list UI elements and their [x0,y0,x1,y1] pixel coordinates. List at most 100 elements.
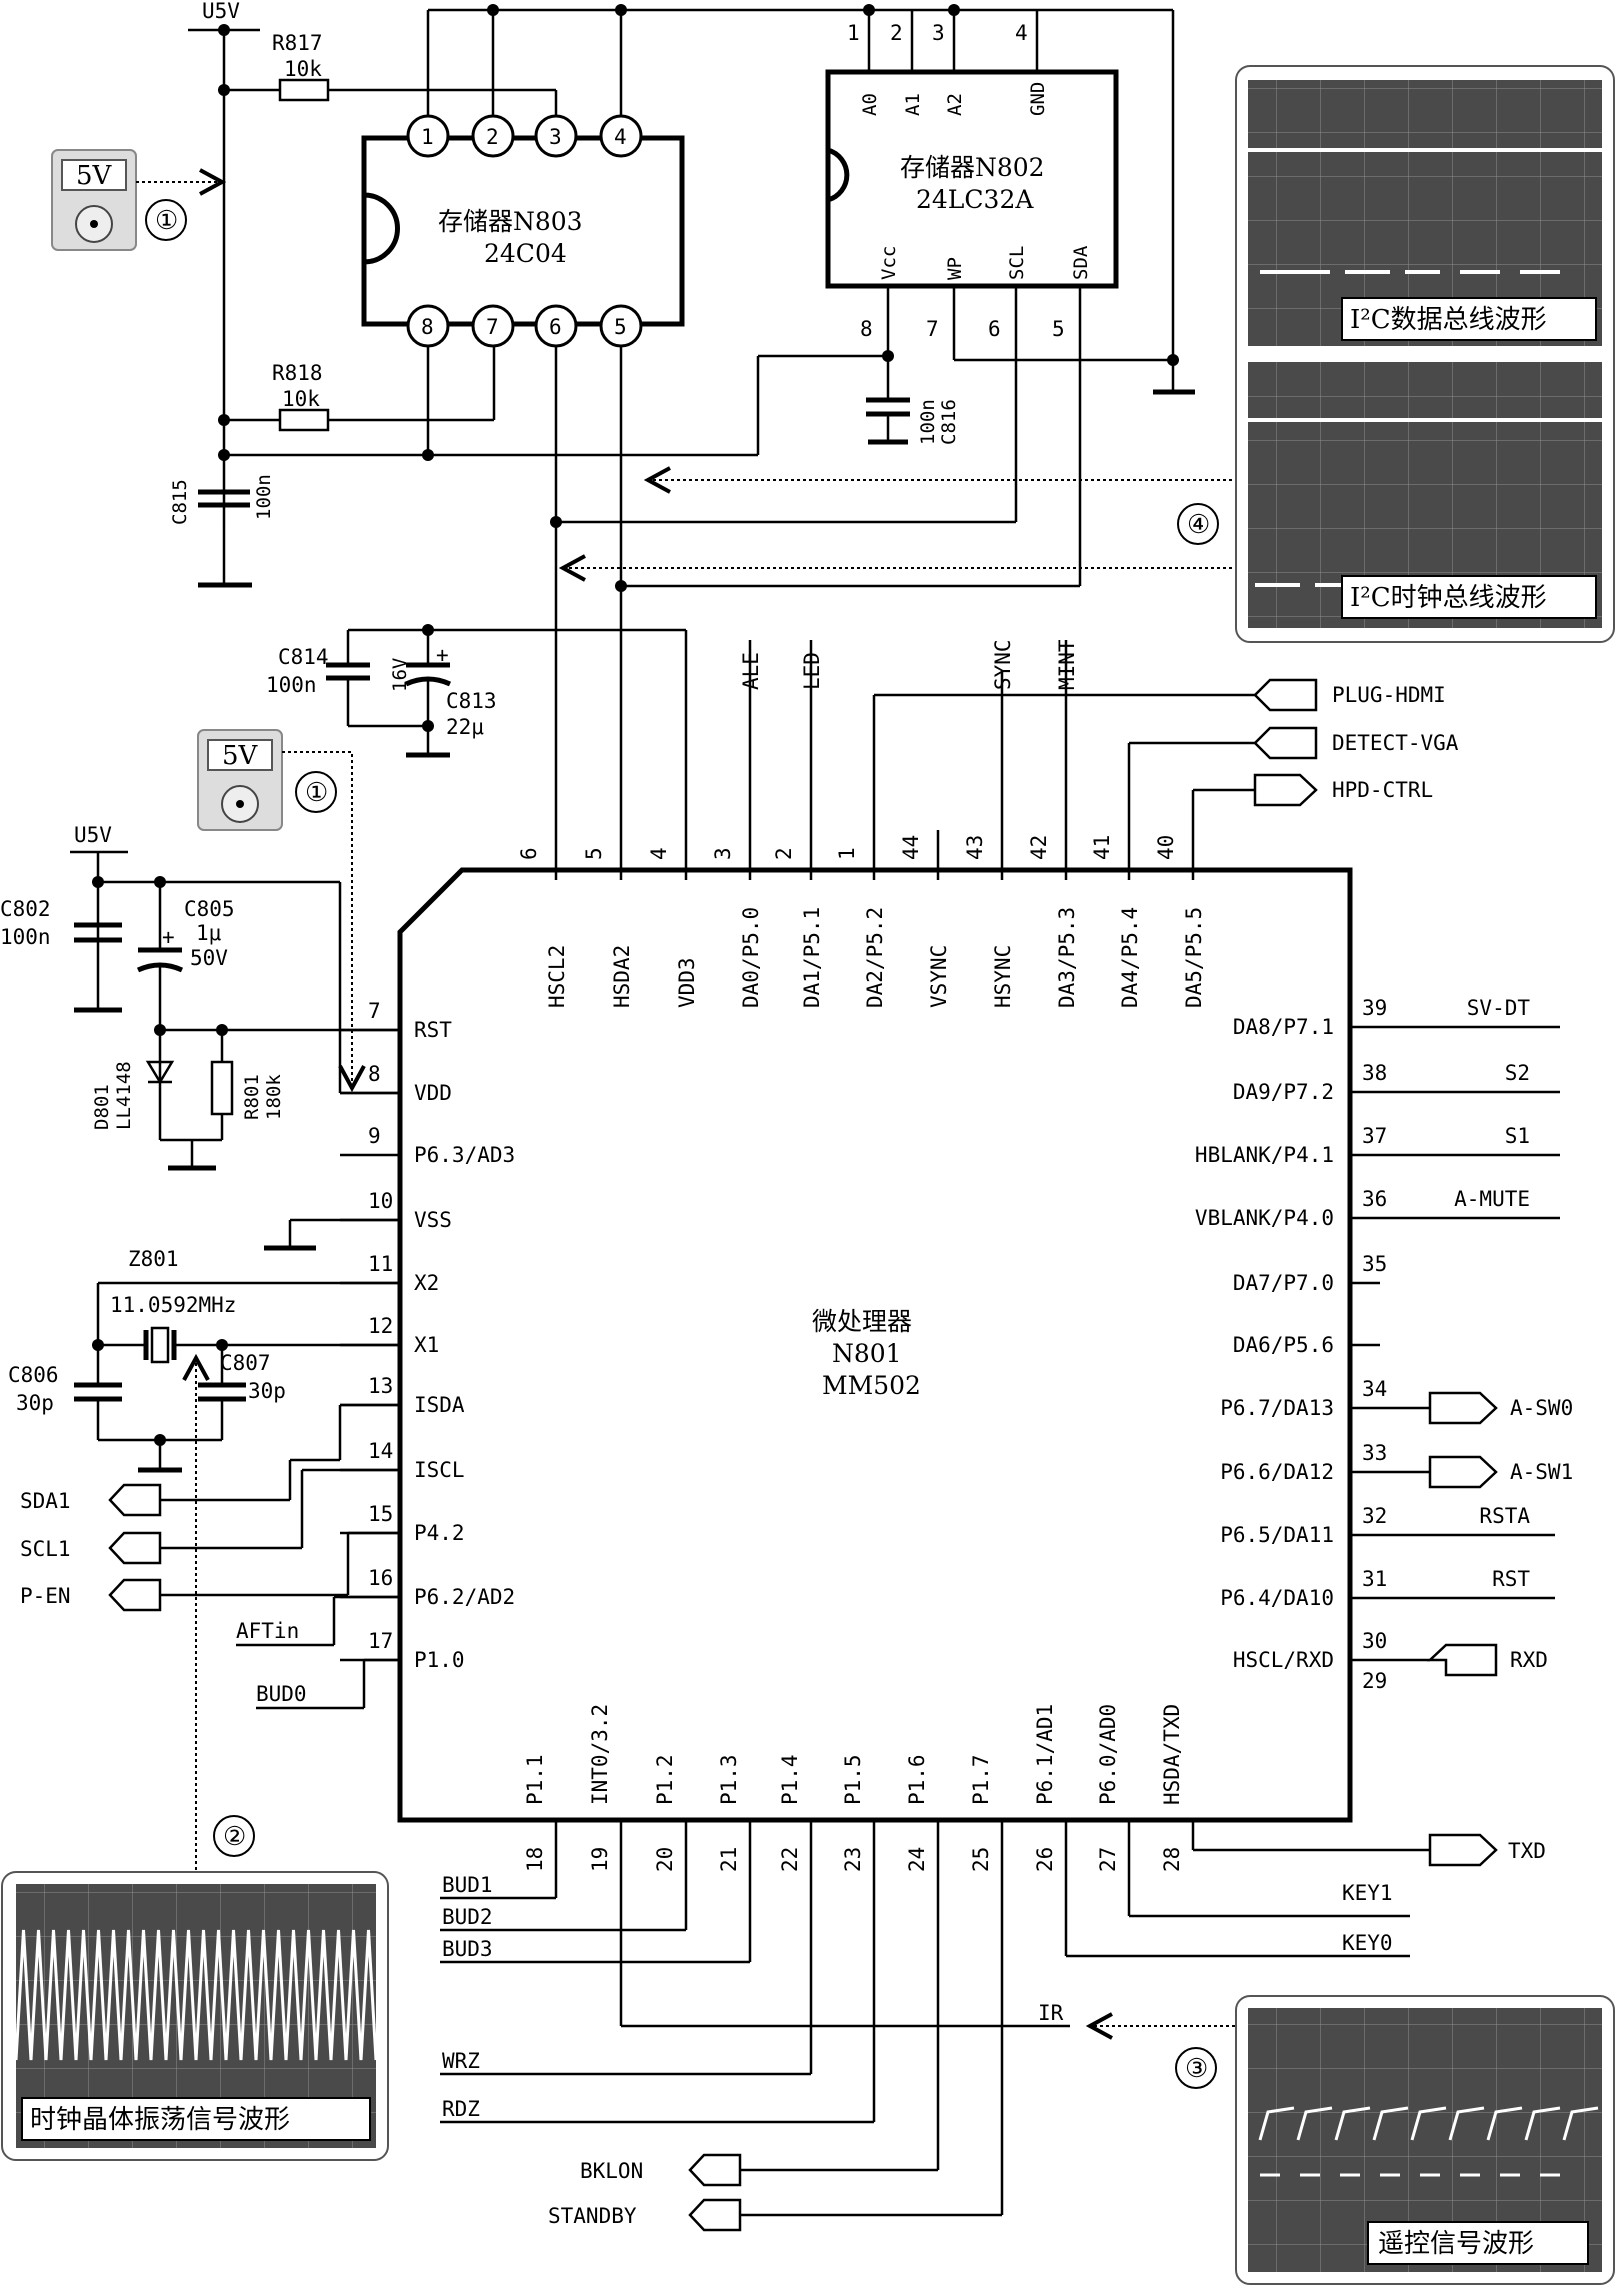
n801-right-pin-number: 32 [1362,1504,1387,1528]
n801-right-pin-name: DA8/P7.1 [1233,1015,1334,1039]
sig-bud0: BUD0 [256,1682,307,1706]
c816-ref: C816 [938,399,960,445]
n801-right-pin-number: 39 [1362,996,1387,1020]
r818-ref: R818 [272,361,323,385]
u5v-mid-label: U5V [74,823,112,847]
n801-bottom-pin-number: 19 [588,1847,612,1872]
left-signals: SDA1 SCL1 P-EN AFTin BUD0 [20,1403,400,1710]
c814-ref: C814 [278,645,329,669]
n801-left-pin-number: 7 [368,999,381,1023]
n803-part: 24C04 [484,239,567,268]
n803-pin-number: 6 [549,315,562,339]
tp2-circle [213,1815,255,1857]
n801-right-pin-name: DA9/P7.2 [1233,1080,1334,1104]
n802-pin-number: 7 [926,317,939,341]
n801-top-pin-number: 41 [1090,835,1114,860]
n801-right-pin-number: 34 [1362,1377,1387,1401]
sig-standby: STANDBY [548,2204,637,2228]
n801-bottom-pin-number: 28 [1160,1847,1184,1872]
c815-value: 100n [253,474,275,520]
n801-bottom-pin-name: INT0/3.2 [588,1704,612,1805]
n803-pin-number: 8 [421,315,434,339]
n802-pin-number: 6 [988,317,1001,341]
n801-top-pin-number: 44 [899,835,923,860]
n801-right-pin-number: 33 [1362,1441,1387,1465]
n803-pin-number: 7 [486,315,499,339]
n801-top-net-label: MINT [1055,639,1079,690]
n801-top-pin-name: DA5/P5.5 [1182,907,1206,1008]
c805-value: 1μ [196,921,222,945]
n801-top-pin-name: DA4/P5.4 [1118,907,1142,1008]
n801-part: MM502 [822,1371,921,1400]
meter2-voltage: 5V [222,741,259,771]
n801-bottom-pin-number: 22 [778,1847,802,1872]
meter1-voltage: 5V [76,161,113,191]
c813-value: 22μ [446,715,484,739]
sig-sda1: SDA1 [20,1489,71,1513]
d801-ref: D801 [91,1084,113,1130]
c813-ref: C813 [446,689,497,713]
n801-left-pin-name: VDD [414,1081,452,1105]
sig-key1: KEY1 [1342,1881,1393,1905]
n801-right-net-label: RSTA [1479,1504,1530,1528]
n802-pin-name: A2 [944,93,966,116]
n801-top-pin-number: 42 [1027,835,1051,860]
n801-left-pin-name: X2 [414,1271,439,1295]
c805-polarity: + [162,925,175,949]
n801-bottom-pin-name: P1.4 [778,1754,802,1805]
sig-aftin: AFTin [236,1619,299,1643]
n801-left-pin-number: 8 [368,1062,381,1086]
r801-value: 180k [263,1074,285,1120]
sig-ir: IR [1038,2001,1064,2025]
n803-pin-number: 2 [486,125,499,149]
c802-value: 100n [0,925,51,949]
sig-bud2: BUD2 [442,1905,493,1929]
n801-top-net-label: LED [800,652,824,690]
n801-left-pin-name: P4.2 [414,1521,465,1545]
c805-voltage: 50V [190,946,228,970]
n801-bottom-pin-number: 25 [969,1847,993,1872]
n801-left-pin-name: X1 [414,1333,439,1357]
top-right-signals: PLUG-HDMI DETECT-VGA HPD-CTRL [1253,678,1459,807]
n801-bottom-pin-number: 27 [1096,1847,1120,1872]
chip-n801: 微处理器 N801 MM502 [397,867,1353,1823]
n803-pin-number: 5 [614,315,627,339]
n801-right-pin-number: 29 [1362,1669,1387,1693]
n801-top-pin-name: HSYNC [991,945,1015,1008]
tp4-label: ④ [1187,510,1210,540]
n802-pin-name: WP [944,257,966,280]
n801-right-pin-number: 36 [1362,1187,1387,1211]
r817-ref: R817 [272,31,323,55]
n803-pin-number: 3 [549,125,562,149]
n801-top-pin-number: 43 [963,835,987,860]
u5v-top-rail: U5V [188,0,260,588]
n802-pin-number: 1 [847,21,860,45]
n802-pin-name: A1 [902,93,924,116]
tp2-label: ② [223,1822,246,1852]
c814-value: 100n [266,673,317,697]
n801-right-pin-number: 38 [1362,1061,1387,1085]
n803-pin-number: 4 [614,125,627,149]
n801-left-pin-number: 16 [368,1566,393,1590]
n802-pin-number: 4 [1015,21,1028,45]
c806-ref: C806 [8,1363,59,1387]
crystal-circuit: Z801 11.0592MHz C806 30p C807 30p [8,1247,400,1473]
c807-ref: C807 [220,1351,271,1375]
n801-left-pin-name: P1.0 [414,1648,465,1672]
n801-top-pin-number: 3 [711,847,735,860]
n801-top-pin-number: 4 [647,847,671,860]
n801-top-pin-number: 6 [517,847,541,860]
capacitor-c815: C815 100n [169,474,275,525]
n802-pin-name: Vcc [878,246,900,280]
n803-pin-circle [534,114,578,158]
r801-ref: R801 [241,1074,263,1120]
waveform-panel-remote: 遥控信号波形 [1235,1995,1615,2285]
n801-top-pin-number: 1 [835,847,859,860]
n801-bottom-pin-name: P6.0/AD0 [1096,1704,1120,1805]
n801-right-pin-name: P6.4/DA10 [1220,1586,1334,1610]
n802-pin-name: GND [1027,82,1049,116]
n801-top-pin-name: HSDA2 [610,945,634,1008]
sig-plug-hdmi: PLUG-HDMI [1332,683,1446,707]
tp4-circle [1177,503,1219,545]
